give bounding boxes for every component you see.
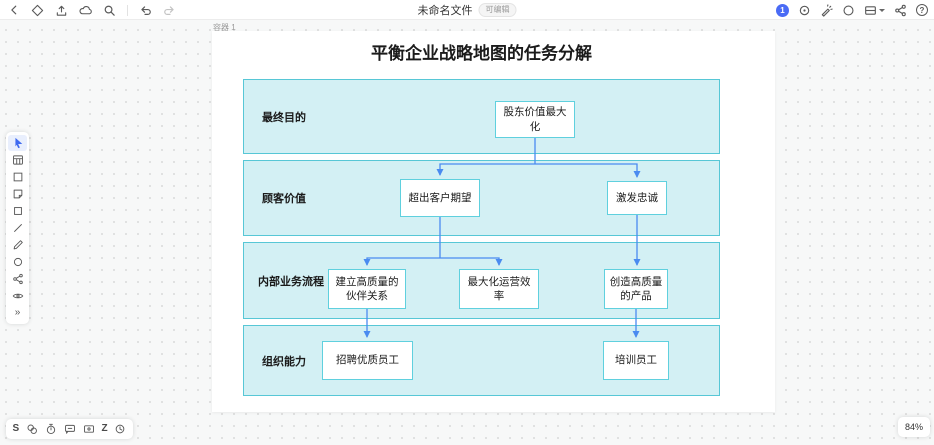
diagram-node[interactable]: 超出客户期望 [400,179,480,217]
sticky-note-tool[interactable] [8,186,27,202]
topbar-center-group: 未命名文件 可编辑 [418,0,517,20]
ai-assistant-tool[interactable]: S [12,423,20,434]
timer-tool[interactable] [45,423,57,435]
band-label: 最终目的 [262,111,306,124]
select-tool[interactable] [8,135,27,151]
left-toolbar: » [6,132,29,324]
band-label: 顾客价值 [262,193,306,205]
topbar-right-group: 1 ? [776,0,928,20]
layout-switcher[interactable] [864,4,885,17]
edit-permission-badge: 可编辑 [478,3,517,17]
search-icon[interactable] [103,4,116,17]
topbar: 未命名文件 可编辑 1 ? [0,0,934,20]
frame-tool[interactable] [8,169,27,185]
canvas-frame[interactable]: 平衡企业战略地图的任务分解 最终目的 顾客价值 内部业务流程 组织能力 [212,31,775,412]
comment-tool[interactable] [64,423,76,435]
circle-tool-icon[interactable] [842,4,855,17]
shapes-icon[interactable] [31,4,44,17]
band-label: 组织能力 [262,355,306,368]
caret-down-icon [879,8,885,12]
band-label: 内部业务流程 [258,275,324,288]
laser-pointer-icon[interactable] [820,3,833,17]
bottom-toolbar: S Z [6,419,133,439]
cloud-sync-icon[interactable] [79,4,92,17]
redo-icon[interactable] [163,4,176,17]
eye-tool[interactable] [8,288,27,304]
document-title[interactable]: 未命名文件 [417,5,473,17]
undo-icon[interactable] [139,4,152,17]
line-tool[interactable] [8,220,27,236]
shape-tool[interactable] [8,203,27,219]
topbar-divider [127,4,128,16]
diagram-node[interactable]: 招聘优质员工 [322,341,413,380]
connector-tool[interactable] [8,271,27,287]
topbar-left-group [8,0,176,20]
diagram-node[interactable]: 建立高质量的伙伴关系 [328,269,406,309]
avatar[interactable]: 1 [776,3,789,17]
more-tools[interactable]: » [8,305,27,321]
share-icon[interactable] [894,4,907,17]
band-ultimate-goal[interactable]: 最终目的 [243,79,720,154]
z-order-tool[interactable]: Z [101,423,108,434]
table-tool[interactable] [8,152,27,168]
help-icon[interactable]: ? [916,4,928,16]
ellipse-tool[interactable] [8,254,27,270]
diagram-node[interactable]: 激发忠诚 [607,181,667,215]
diagram-node[interactable]: 最大化运营效率 [459,269,539,309]
pen-tool[interactable] [8,237,27,253]
more-tools-label: » [14,307,21,318]
screen-share-tool[interactable] [83,423,95,435]
diagram-node[interactable]: 股东价值最大化 [495,101,575,138]
diagram-node[interactable]: 培训员工 [603,341,669,380]
history-tool[interactable] [114,423,126,435]
diagram-title[interactable]: 平衡企业战略地图的任务分解 [371,44,592,63]
locate-icon[interactable] [798,4,811,17]
vote-tool[interactable] [26,423,38,435]
connector-lines [363,138,641,338]
back-icon[interactable] [8,4,20,16]
zoom-level-button[interactable]: 84% [898,417,930,437]
frame-name-label[interactable]: 容器 1 [213,23,236,32]
export-icon[interactable] [55,4,68,17]
layout-icon [864,4,877,17]
diagram-node[interactable]: 创造高质量的产品 [604,269,668,309]
